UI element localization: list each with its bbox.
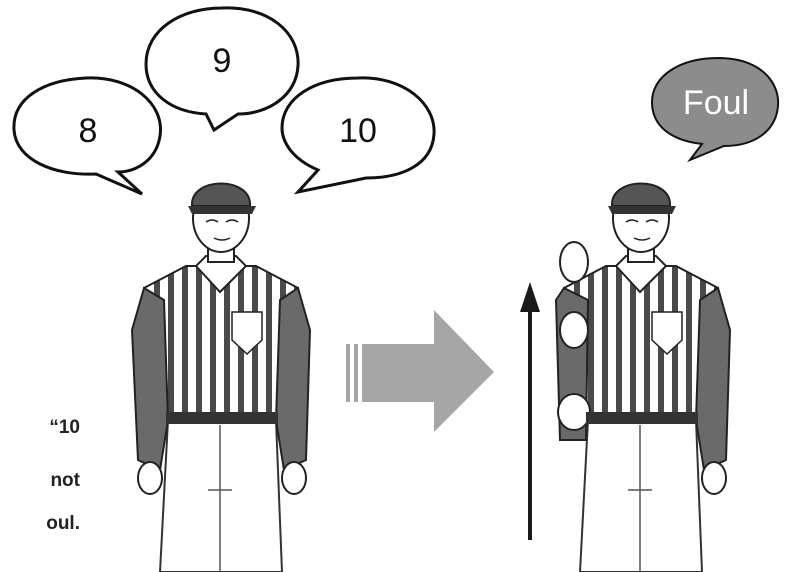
referee-counting: [132, 184, 310, 572]
caption-fragment-2: not: [0, 463, 80, 498]
bubble-10-label: 10: [339, 112, 377, 150]
upward-motion-arrow: [520, 282, 540, 540]
foul-label: Foul: [683, 84, 749, 122]
caption-fragment-1: “10: [0, 410, 80, 445]
count-bubble-10: 10: [282, 78, 434, 192]
referee-signalling-foul: [556, 184, 730, 572]
foul-call-bubble: Foul: [652, 58, 778, 160]
count-bubble-8: 8: [14, 78, 161, 194]
count-bubble-9: 9: [146, 8, 298, 130]
caption-fragment-3: oul.: [0, 506, 80, 541]
transition-arrow: [346, 310, 494, 432]
bubble-8-label: 8: [79, 112, 98, 150]
bubble-9-label: 9: [213, 42, 232, 80]
